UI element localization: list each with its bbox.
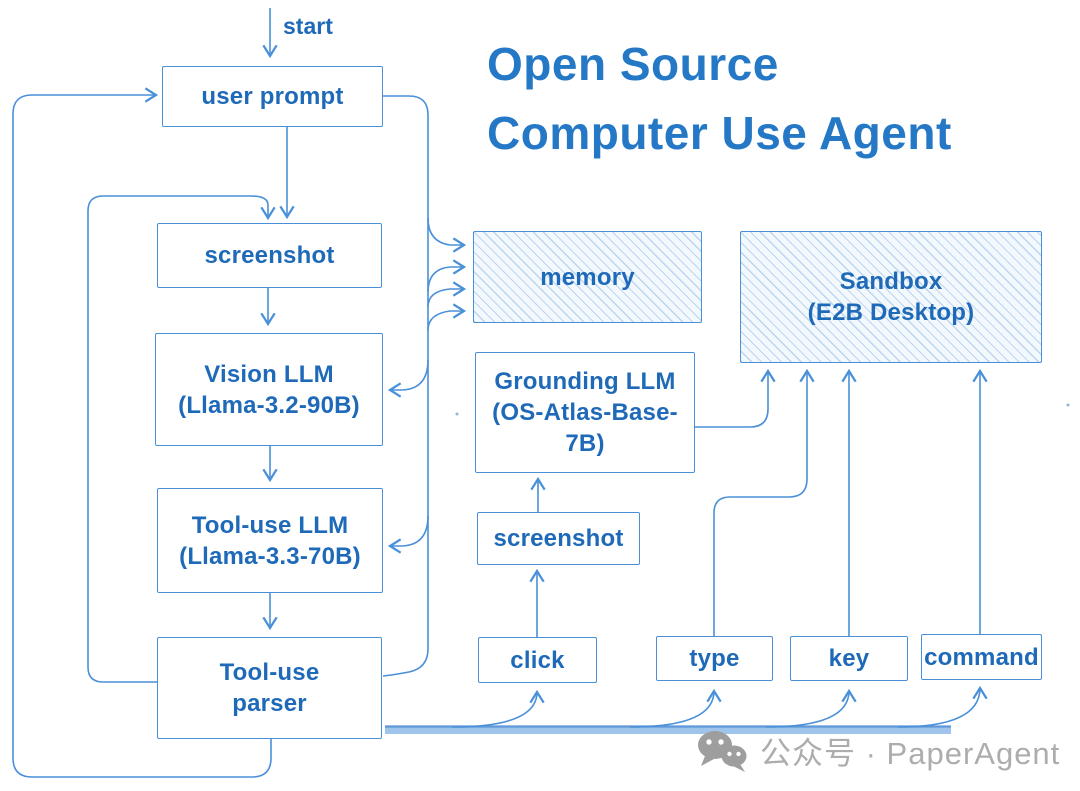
node-sandbox-line1: Sandbox	[839, 268, 943, 295]
node-key-label: key	[828, 645, 870, 672]
action-bus-branches	[451, 685, 988, 728]
node-key: key	[790, 636, 908, 681]
node-vision-llm-line2: (Llama-3.2-90B)	[178, 391, 360, 419]
bus-line	[382, 95, 429, 677]
node-type: type	[656, 636, 773, 681]
node-screenshot-mid-label: screenshot	[493, 525, 624, 552]
arrow-bus-to-tooluse	[387, 515, 429, 554]
arrow-bus-to-key	[765, 688, 857, 728]
node-user-prompt-label: user prompt	[201, 83, 344, 110]
page-title: Open Source Computer Use Agent	[487, 30, 952, 168]
arrow-parser-to-screenshot	[87, 195, 276, 683]
node-tool-use-llm-line1: Tool-use LLM	[191, 511, 349, 539]
node-tool-use-parser-line1: Tool-use	[219, 659, 320, 686]
wechat-icon	[698, 730, 747, 772]
stray-dots	[455, 403, 1070, 416]
node-command: command	[921, 634, 1042, 680]
node-tool-use-llm: Tool-use LLM (Llama-3.3-70B)	[157, 488, 383, 593]
node-tool-use-parser-line2: parser	[232, 690, 307, 717]
arrow-grounding-to-sandbox	[695, 368, 776, 428]
arrow-bus-to-memory-3	[427, 281, 467, 308]
watermark-text: 公众号 · PaperAgent	[760, 736, 1061, 771]
node-vision-llm-line1: Vision LLM	[204, 360, 334, 388]
node-memory: memory	[473, 231, 702, 323]
node-command-label: command	[924, 643, 1039, 671]
arrow-bus-to-command	[897, 685, 988, 728]
node-sandbox-line2: (E2B Desktop)	[807, 299, 975, 326]
node-grounding-llm: Grounding LLM (OS-Atlas-Base-7B)	[475, 352, 695, 473]
node-type-label: type	[689, 645, 740, 672]
title-line-2: Computer Use Agent	[487, 107, 952, 159]
arrow-bus-to-vision	[387, 359, 429, 398]
node-grounding-llm-line1: Grounding LLM	[494, 368, 676, 395]
node-screenshot-left-label: screenshot	[204, 242, 335, 269]
arrow-type-to-sandbox	[713, 368, 815, 636]
arrow-bus-to-memory-2	[427, 259, 467, 293]
node-click: click	[478, 637, 597, 683]
node-screenshot-mid: screenshot	[477, 512, 640, 565]
watermark: 公众号 · PaperAgent	[696, 728, 1060, 773]
node-screenshot-left: screenshot	[157, 223, 382, 288]
arrow-bus-to-memory-1	[427, 217, 467, 253]
node-tool-use-llm-line2: (Llama-3.3-70B)	[179, 542, 361, 570]
start-label: start	[283, 13, 333, 39]
title-line-1: Open Source	[487, 38, 779, 90]
arrow-parser-to-prompt-loop	[12, 87, 272, 778]
node-vision-llm: Vision LLM (Llama-3.2-90B)	[155, 333, 383, 446]
arrow-bus-to-memory-4	[427, 303, 467, 331]
node-click-label: click	[510, 646, 565, 674]
node-memory-label: memory	[540, 263, 635, 291]
node-grounding-llm-line2: (OS-Atlas-Base-7B)	[492, 399, 678, 457]
node-tool-use-parser: Tool-use parser	[157, 637, 382, 739]
node-sandbox: Sandbox (E2B Desktop)	[740, 231, 1042, 363]
node-user-prompt: user prompt	[162, 66, 383, 127]
arrow-bus-to-type	[629, 688, 722, 728]
arrow-bus-to-click	[451, 689, 545, 728]
